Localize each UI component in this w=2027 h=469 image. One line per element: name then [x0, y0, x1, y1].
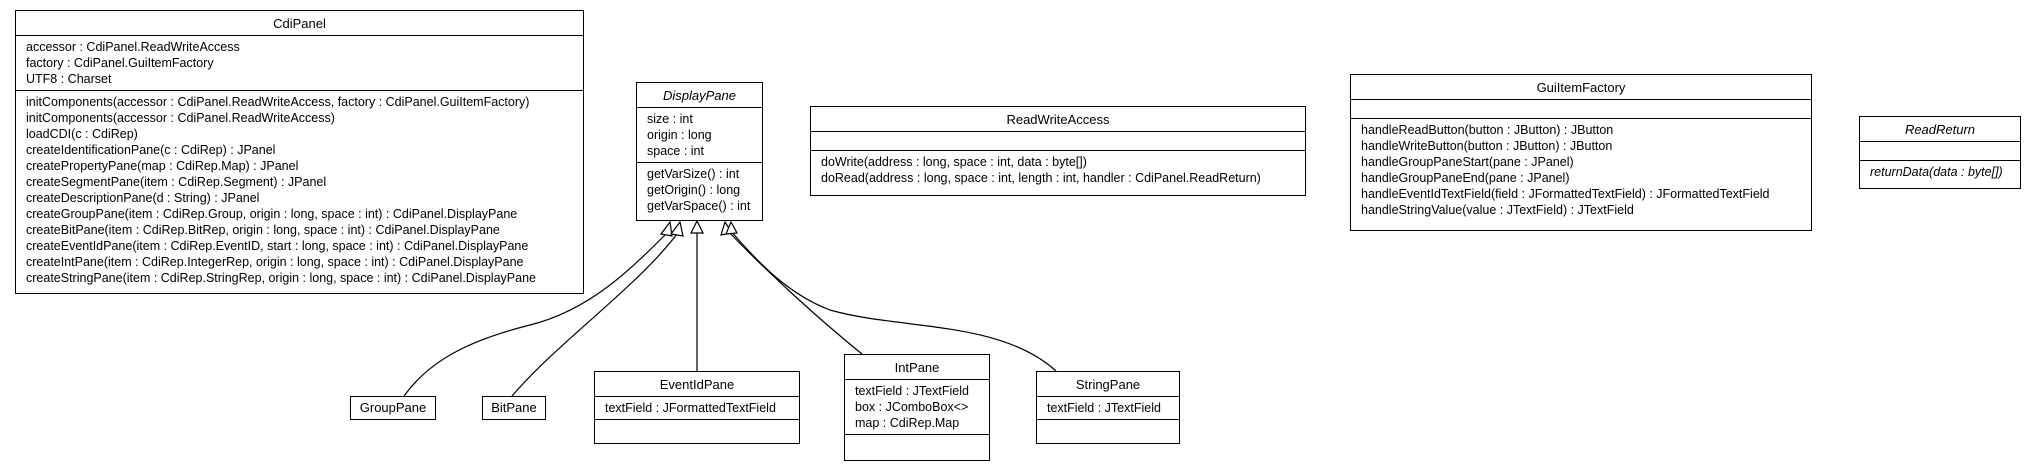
inheritance-arrow-icon	[659, 220, 673, 237]
class-readwriteaccess-operations: doWrite(address : long, space : int, dat…	[811, 151, 1305, 189]
class-eventidpane-attributes: textField : JFormattedTextField	[595, 397, 799, 420]
attribute: UTF8 : Charset	[26, 72, 112, 86]
operation: handleStringValue(value : JTextField) : …	[1361, 203, 1634, 217]
class-bitpane: BitPane	[482, 396, 546, 420]
operation: returnData(data : byte[])	[1870, 165, 2003, 179]
class-readwriteaccess-name: ReadWriteAccess	[811, 107, 1305, 132]
class-grouppane-name: GroupPane	[359, 400, 427, 415]
edge-grouppane-to-displaypane	[403, 229, 671, 397]
attribute: map : CdiRep.Map	[855, 416, 960, 430]
class-guiitemfactory-attributes	[1351, 100, 1811, 119]
operation: getOrigin() : long	[647, 183, 741, 197]
attribute: origin : long	[647, 128, 712, 142]
operation: createGroupPane(item : CdiRep.Group, ori…	[26, 207, 518, 221]
class-intpane: IntPane textField : JTextField box : JCo…	[844, 354, 990, 461]
class-displaypane-name: DisplayPane	[637, 83, 762, 108]
operation: createBitPane(item : CdiRep.BitRep, orig…	[26, 223, 500, 237]
class-eventidpane: EventIdPane textField : JFormattedTextFi…	[594, 371, 800, 444]
operation: doRead(address : long, space : int, leng…	[821, 171, 1261, 185]
class-cdipanel-name: CdiPanel	[16, 11, 583, 36]
class-displaypane-operations: getVarSize() : int getOrigin() : long ge…	[637, 163, 762, 217]
operation: createIdentificationPane(c : CdiRep) : J…	[26, 143, 276, 157]
class-intpane-attributes: textField : JTextField box : JComboBox<>…	[845, 380, 989, 435]
operation: createPropertyPane(map : CdiRep.Map) : J…	[26, 159, 299, 173]
attribute: textField : JTextField	[855, 384, 969, 398]
class-readreturn: ReadReturn returnData(data : byte[])	[1859, 116, 2021, 189]
attribute: accessor : CdiPanel.ReadWriteAccess	[26, 40, 240, 54]
class-readreturn-name: ReadReturn	[1860, 117, 2020, 142]
operation: handleEventIdTextField(field : JFormatte…	[1361, 187, 1770, 201]
operation: createDescriptionPane(d : String) : JPan…	[26, 191, 260, 205]
class-cdipanel-operations: initComponents(accessor : CdiPanel.ReadW…	[16, 91, 583, 289]
class-readreturn-operations: returnData(data : byte[])	[1860, 161, 2020, 183]
attribute: factory : CdiPanel.GuiItemFactory	[26, 56, 214, 70]
operation: initComponents(accessor : CdiPanel.ReadW…	[26, 95, 530, 109]
inheritance-arrow-icon	[690, 219, 704, 234]
class-guiitemfactory-operations: handleReadButton(button : JButton) : JBu…	[1351, 119, 1811, 221]
operation: handleGroupPaneStart(pane : JPanel)	[1361, 155, 1574, 169]
operation: getVarSpace() : int	[647, 199, 751, 213]
operation: loadCDI(c : CdiRep)	[26, 127, 138, 141]
class-readwriteaccess: ReadWriteAccess doWrite(address : long, …	[810, 106, 1306, 196]
class-intpane-name: IntPane	[845, 355, 989, 380]
class-displaypane-attributes: size : int origin : long space : int	[637, 108, 762, 163]
class-stringpane-name: StringPane	[1037, 372, 1179, 397]
operation: handleGroupPaneEnd(pane : JPanel)	[1361, 171, 1570, 185]
inheritance-arrow-icon	[725, 220, 738, 235]
attribute: size : int	[647, 112, 693, 126]
class-guiitemfactory: GuiItemFactory handleReadButton(button :…	[1350, 74, 1812, 231]
class-bitpane-name: BitPane	[491, 400, 537, 415]
edge-bitpane-to-displaypane	[511, 229, 681, 397]
class-cdipanel-attributes: accessor : CdiPanel.ReadWriteAccess fact…	[16, 36, 583, 91]
class-guiitemfactory-name: GuiItemFactory	[1351, 75, 1811, 100]
attribute: space : int	[647, 144, 704, 158]
operation: handleWriteButton(button : JButton) : JB…	[1361, 139, 1613, 153]
operation: handleReadButton(button : JButton) : JBu…	[1361, 123, 1614, 137]
attribute: textField : JFormattedTextField	[605, 401, 776, 415]
operation: getVarSize() : int	[647, 167, 740, 181]
class-cdipanel: CdiPanel accessor : CdiPanel.ReadWriteAc…	[15, 10, 584, 294]
operation: createSegmentPane(item : CdiRep.Segment)…	[26, 175, 327, 189]
class-readwriteaccess-attributes	[811, 132, 1305, 151]
operation: createStringPane(item : CdiRep.StringRep…	[26, 271, 536, 285]
operation: doWrite(address : long, space : int, dat…	[821, 155, 1087, 169]
class-stringpane: StringPane textField : JTextField	[1036, 371, 1180, 444]
class-grouppane: GroupPane	[350, 396, 436, 420]
operation: createIntPane(item : CdiRep.IntegerRep, …	[26, 255, 524, 269]
inheritance-arrow-icon	[669, 220, 684, 237]
edge-intpane-to-displaypane	[726, 229, 863, 355]
class-readreturn-attributes	[1860, 142, 2020, 161]
attribute: box : JComboBox<>	[855, 400, 969, 414]
operation: createEventIdPane(item : CdiRep.EventID,…	[26, 239, 529, 253]
operation: initComponents(accessor : CdiPanel.ReadW…	[26, 111, 335, 125]
class-eventidpane-name: EventIdPane	[595, 372, 799, 397]
attribute: textField : JTextField	[1047, 401, 1161, 415]
class-stringpane-attributes: textField : JTextField	[1037, 397, 1179, 420]
edge-stringpane-to-displaypane	[729, 229, 1057, 372]
class-displaypane: DisplayPane size : int origin : long spa…	[636, 82, 763, 221]
